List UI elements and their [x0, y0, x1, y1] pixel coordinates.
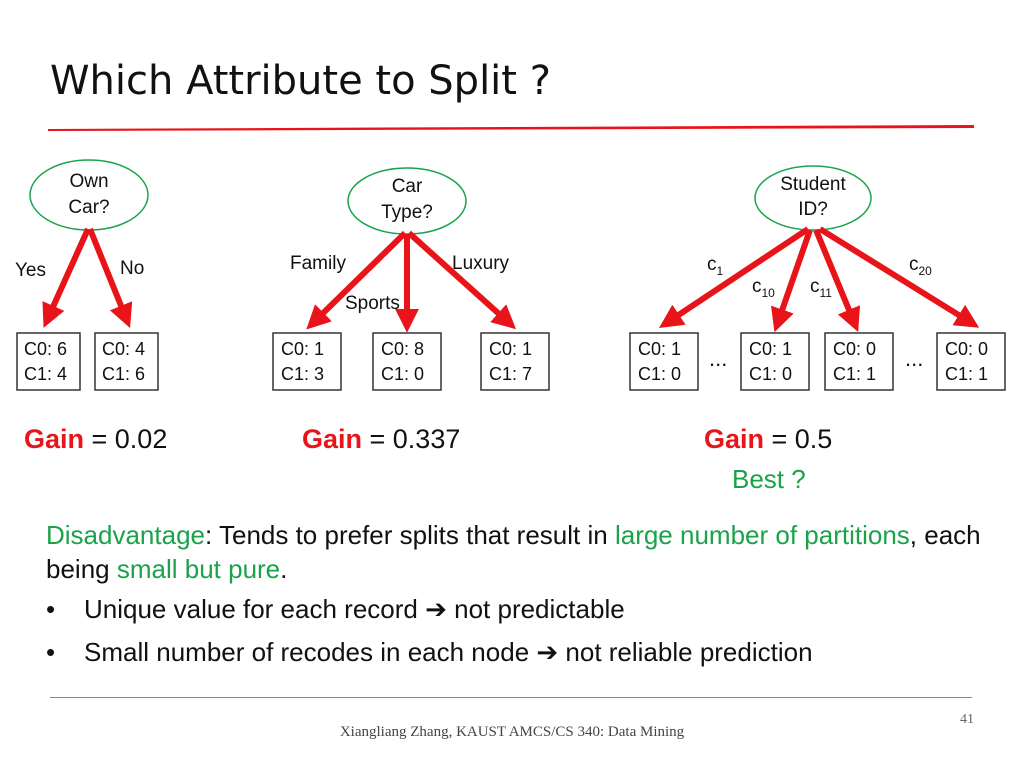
slide-title: Which Attribute to Split ?	[50, 58, 551, 104]
leaf-node	[94, 332, 159, 391]
title-underline	[48, 125, 974, 131]
decision-tree-diagram: Own Car? Yes No C0: 6 C1: 4 C0: 4 C1: 6 …	[15, 159, 1006, 391]
gain-car-type: Gain = 0.337	[302, 424, 461, 454]
tree-own-car: Own Car? Yes No C0: 6 C1: 4 C0: 4 C1: 6	[15, 159, 159, 391]
branch-arrow-c20	[818, 226, 980, 328]
best-annotation: Best ?	[732, 464, 806, 494]
leaf-c1: C1: 1	[945, 364, 988, 384]
branch-label-family: Family	[290, 253, 346, 274]
branch-arrow-family	[306, 230, 408, 330]
root-label-line2: Type?	[381, 202, 433, 223]
branch-label-no: No	[120, 258, 144, 279]
root-label-line1: Own	[69, 171, 108, 192]
branch-label-c1: c1	[707, 254, 724, 278]
leaf-c1: C1: 6	[102, 364, 145, 384]
leaf-c0: C0: 6	[24, 339, 67, 359]
leaf-c0: C0: 0	[945, 339, 988, 359]
leaf-c0: C0: 1	[489, 339, 532, 359]
leaf-node	[629, 332, 699, 391]
leaf-node	[372, 332, 442, 391]
arrow-icon: ➔	[425, 594, 447, 624]
branch-arrow-c11	[813, 228, 861, 332]
branch-label-c10: c10	[752, 276, 775, 300]
footer-text: Xiangliang Zhang, KAUST AMCS/CS 340: Dat…	[339, 724, 685, 740]
branch-arrow-luxury	[406, 230, 517, 330]
disadvantage-paragraph: Disadvantage: Tends to prefer splits tha…	[46, 520, 981, 584]
branch-arrow-c10	[771, 229, 813, 333]
leaf-c1: C1: 3	[281, 364, 324, 384]
gain-own-car: Gain = 0.02	[24, 424, 168, 454]
leaf-node	[16, 332, 81, 391]
branch-label-yes: Yes	[15, 260, 46, 281]
bullet-item: •Small number of recodes in each node ➔ …	[46, 637, 813, 667]
leaf-c0: C0: 0	[833, 339, 876, 359]
gain-student-id: Gain = 0.5	[704, 424, 833, 454]
footer-divider	[50, 697, 972, 698]
disadvantage-label: Disadvantage	[46, 520, 205, 550]
leaf-node	[740, 332, 810, 391]
branch-arrow-yes	[42, 227, 91, 328]
leaf-node	[272, 332, 342, 391]
root-label-line1: Car	[392, 176, 423, 197]
leaf-c0: C0: 8	[381, 339, 424, 359]
branch-label-sports: Sports	[345, 293, 400, 314]
page-number: 41	[960, 712, 974, 727]
root-node-student-id	[754, 165, 872, 231]
leaf-c0: C0: 1	[638, 339, 681, 359]
branch-label-luxury: Luxury	[452, 253, 510, 274]
bullet-item: •Unique value for each record ➔ not pred…	[46, 594, 625, 624]
ellipsis: ...	[709, 346, 727, 371]
leaf-c0: C0: 1	[749, 339, 792, 359]
root-label-line1: Student	[780, 174, 846, 195]
leaf-node	[824, 332, 894, 391]
branch-label-c20: c20	[909, 254, 932, 278]
leaf-c0: C0: 1	[281, 339, 324, 359]
tree-student-id: Student ID? c1 c10 c11 c20 C0: 1 C1: 0 .…	[629, 165, 1006, 391]
root-label-line2: Car?	[68, 197, 109, 218]
leaf-c1: C1: 4	[24, 364, 67, 384]
branch-label-c11: c11	[810, 276, 832, 300]
root-label-line2: ID?	[798, 199, 828, 220]
leaf-node	[480, 332, 550, 391]
leaf-c1: C1: 0	[638, 364, 681, 384]
branch-arrow-c1	[659, 226, 810, 328]
leaf-node	[936, 332, 1006, 391]
ellipsis: ...	[905, 346, 923, 371]
leaf-c1: C1: 1	[833, 364, 876, 384]
leaf-c1: C1: 0	[381, 364, 424, 384]
arrow-icon: ➔	[536, 637, 559, 667]
leaf-c1: C1: 7	[489, 364, 532, 384]
leaf-c0: C0: 4	[102, 339, 145, 359]
leaf-c1: C1: 0	[749, 364, 792, 384]
branch-arrow-no	[87, 227, 133, 329]
tree-car-type: Car Type? Family Sports Luxury C0: 1 C1:…	[272, 167, 550, 391]
